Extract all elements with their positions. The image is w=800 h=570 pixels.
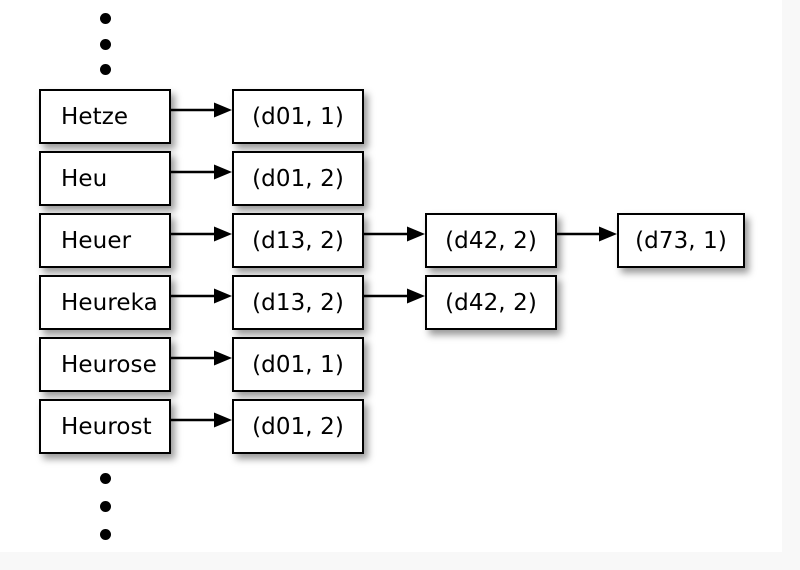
posting-label: (d13, 2) [252, 227, 344, 254]
posting-node[interactable]: (d42, 2) [425, 275, 557, 330]
arrow-term-to-posting [171, 348, 232, 368]
ellipsis-bottom-dot-1 [100, 473, 111, 484]
posting-label: (d13, 2) [252, 289, 344, 316]
ellipsis-top-dot-3 [100, 64, 111, 75]
page-edge-strip-right [782, 0, 800, 570]
term-node[interactable]: Heureka [39, 275, 171, 330]
arrow-posting-to-posting [557, 224, 617, 244]
posting-label: (d42, 2) [445, 289, 537, 316]
ellipsis-top-dot-2 [100, 39, 111, 50]
posting-node[interactable]: (d01, 2) [232, 151, 364, 206]
term-node[interactable]: Heurose [39, 337, 171, 392]
posting-label: (d42, 2) [445, 227, 537, 254]
arrow-term-to-posting [171, 100, 232, 120]
posting-node[interactable]: (d42, 2) [425, 213, 557, 268]
term-node[interactable]: Heu [39, 151, 171, 206]
posting-label: (d73, 1) [635, 227, 727, 254]
arrow-term-to-posting [171, 286, 232, 306]
term-label: Heurost [61, 413, 152, 440]
term-label: Heureka [61, 289, 158, 316]
term-label: Heurose [61, 351, 157, 378]
term-node[interactable]: Heurost [39, 399, 171, 454]
posting-label: (d01, 1) [252, 103, 344, 130]
posting-node[interactable]: (d13, 2) [232, 275, 364, 330]
posting-label: (d01, 2) [252, 413, 344, 440]
posting-label: (d01, 1) [252, 351, 344, 378]
term-label: Heu [61, 165, 108, 192]
posting-node[interactable]: (d01, 2) [232, 399, 364, 454]
arrow-term-to-posting [171, 162, 232, 182]
posting-node[interactable]: (d01, 1) [232, 89, 364, 144]
page-edge-strip-bottom [0, 552, 800, 570]
ellipsis-top-dot-1 [100, 13, 111, 24]
posting-node[interactable]: (d73, 1) [617, 213, 745, 268]
term-node[interactable]: Hetze [39, 89, 171, 144]
term-node[interactable]: Heuer [39, 213, 171, 268]
posting-label: (d01, 2) [252, 165, 344, 192]
arrow-term-to-posting [171, 224, 232, 244]
ellipsis-bottom-dot-3 [100, 529, 111, 540]
arrow-posting-to-posting [364, 286, 425, 306]
ellipsis-bottom-dot-2 [100, 501, 111, 512]
arrow-term-to-posting [171, 410, 232, 430]
posting-node[interactable]: (d01, 1) [232, 337, 364, 392]
term-label: Hetze [61, 103, 129, 130]
term-label: Heuer [61, 227, 132, 254]
arrow-posting-to-posting [364, 224, 425, 244]
posting-node[interactable]: (d13, 2) [232, 213, 364, 268]
